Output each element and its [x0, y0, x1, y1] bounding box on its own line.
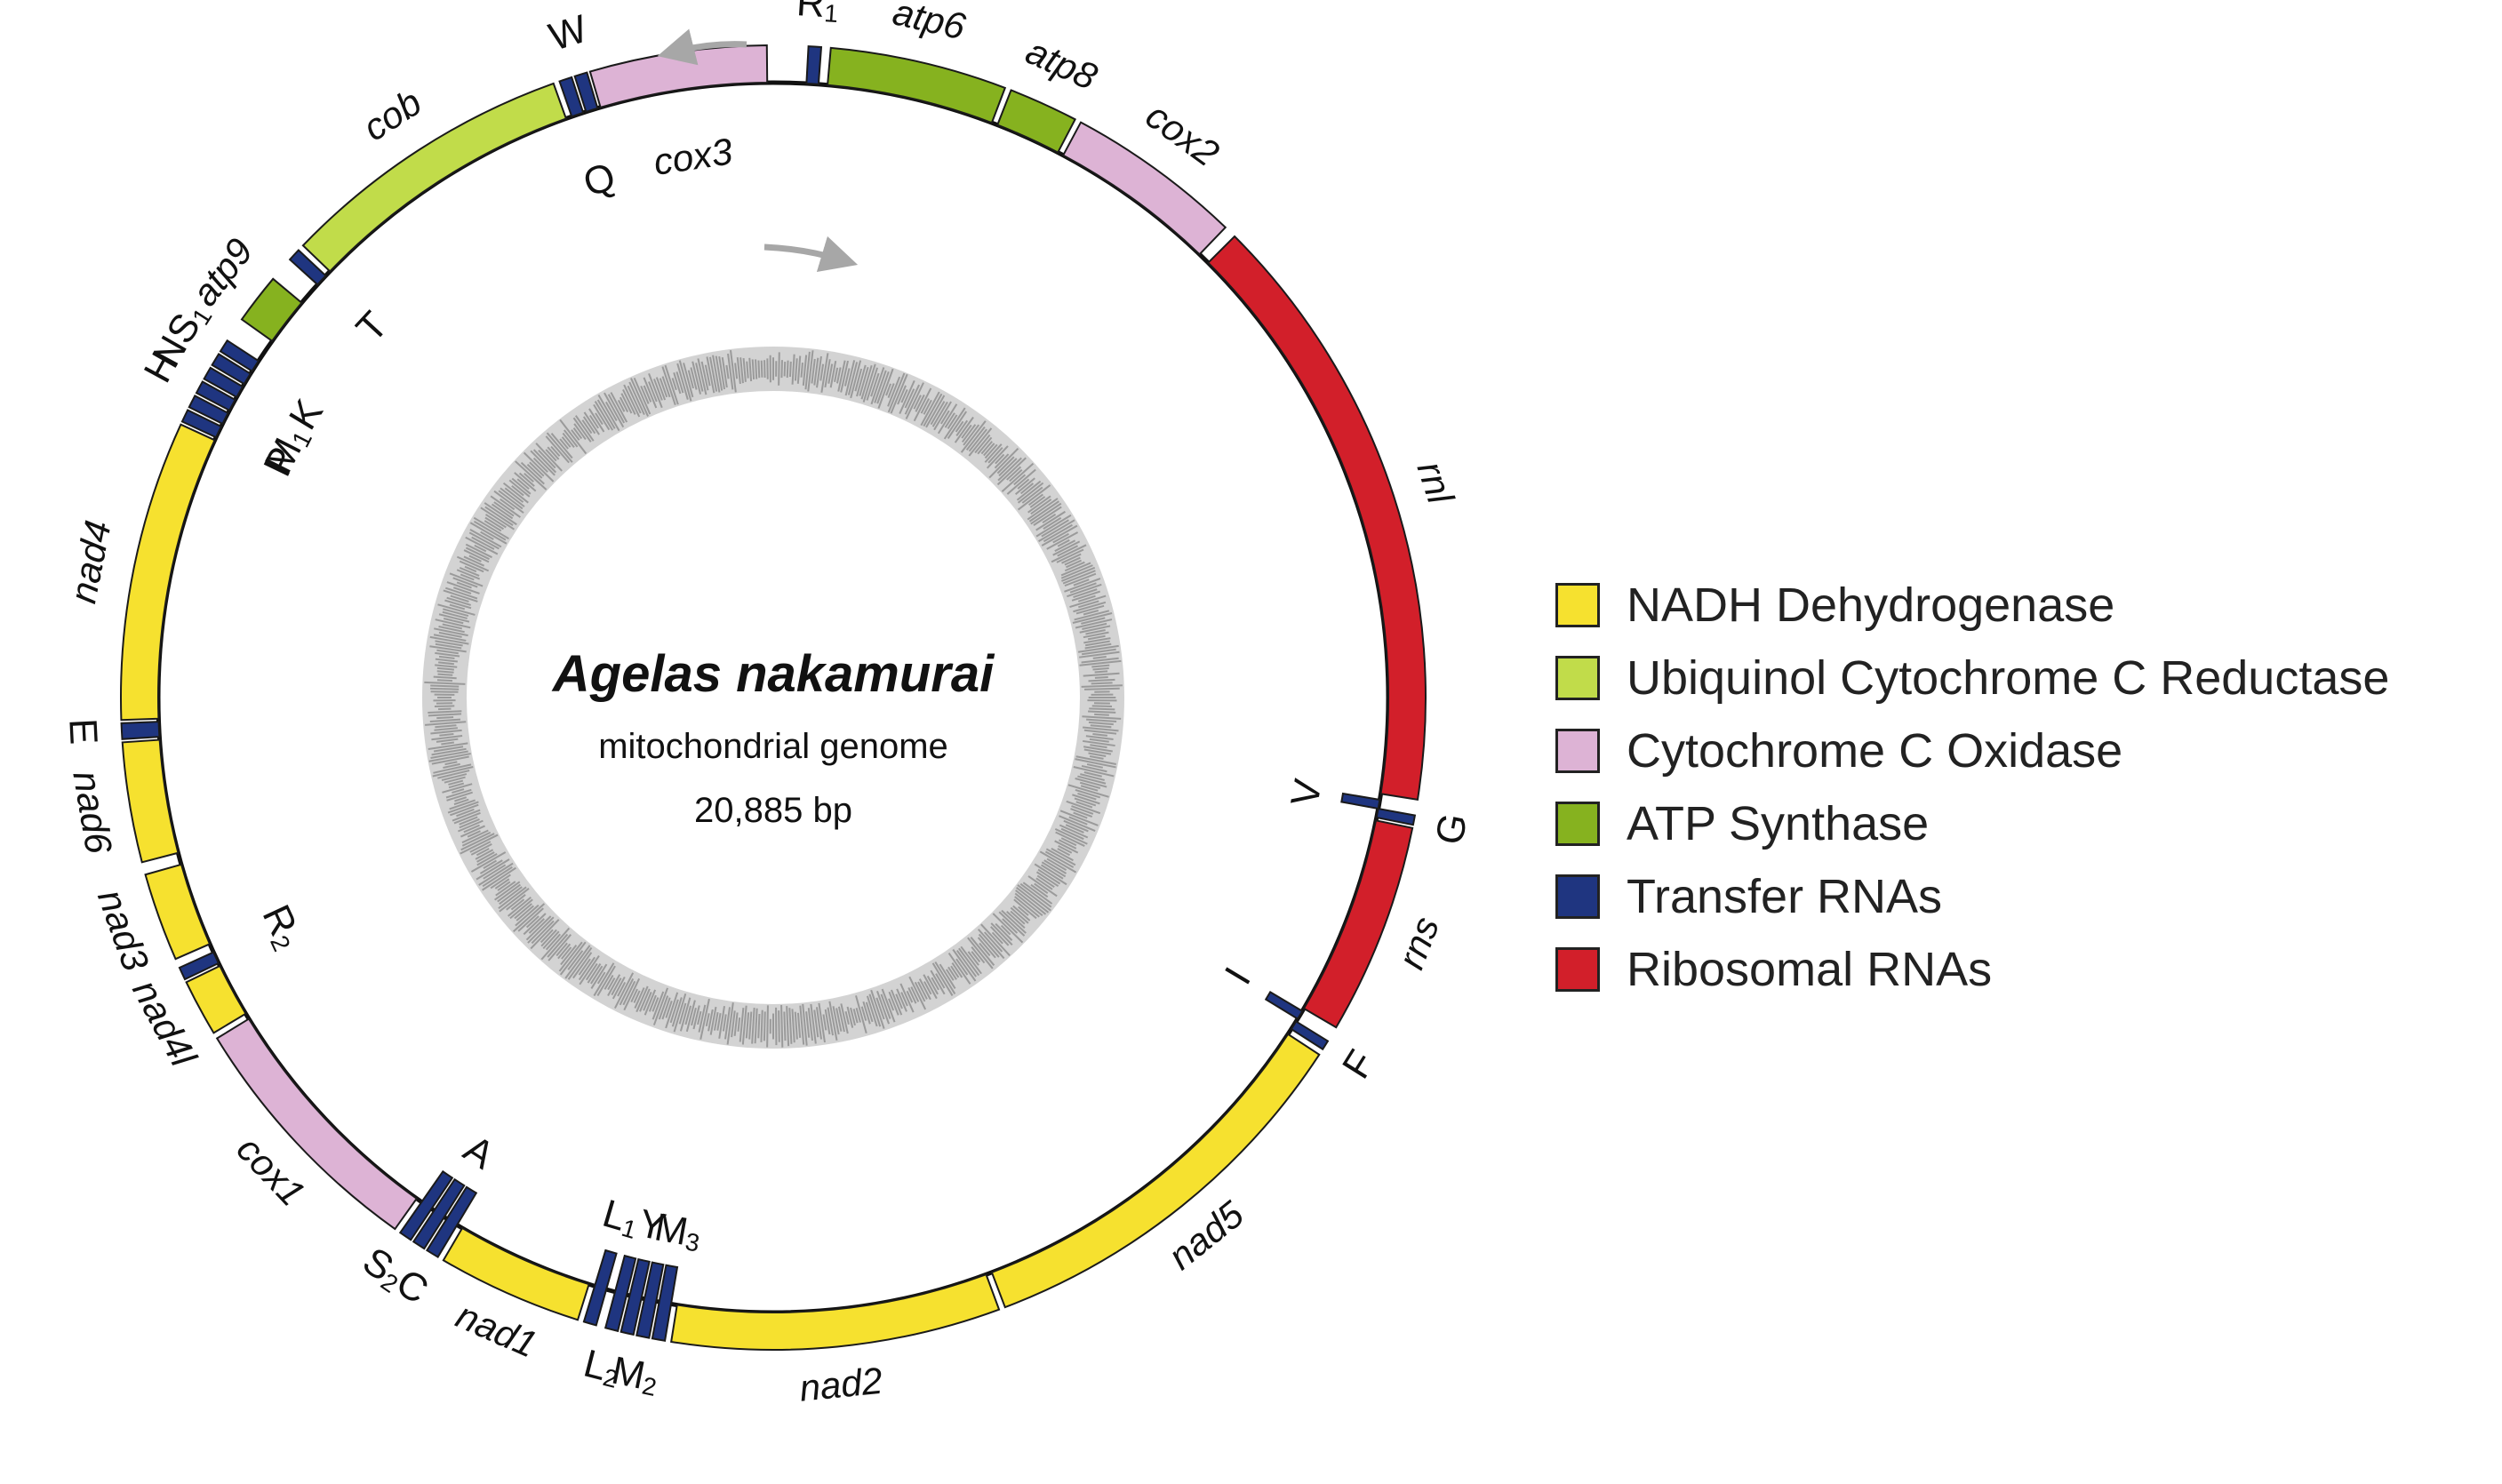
gene-g [1375, 807, 1417, 826]
reverse-strand-arrow [657, 28, 747, 66]
gc-skew-ring [422, 347, 1124, 1049]
legend-swatch [1555, 656, 1600, 700]
gene-k [211, 353, 252, 386]
gene-nad4l [185, 964, 247, 1034]
gene-f [1290, 1020, 1330, 1051]
gene-n [203, 366, 244, 399]
gene-i [1264, 991, 1304, 1020]
legend-swatch [1555, 947, 1600, 992]
gene-label: atp6 [889, 0, 970, 48]
species-name: Agelas nakamurai [551, 645, 995, 703]
legend-label: Ubiquinol Cytochrome C Reductase [1627, 651, 2390, 705]
gene-q [558, 76, 585, 118]
gene-label: C [389, 1260, 436, 1312]
gene-label: G [1427, 810, 1476, 848]
gene-m3 [651, 1264, 679, 1342]
gene-cox1 [215, 1017, 419, 1231]
gene-blocks [120, 44, 1427, 1351]
gene-y [620, 1257, 651, 1336]
gene-cox3 [588, 44, 769, 109]
genome-subtitle: mitochondrial genome [598, 727, 948, 766]
gene-label: cob [356, 81, 428, 148]
gene-atp6 [826, 46, 1007, 124]
gene-label: E [61, 717, 106, 746]
gene-nad2 [670, 1273, 1001, 1351]
gene-label: rnl [1410, 456, 1463, 510]
gene-nad5 [990, 1033, 1321, 1309]
legend-item-trna: Transfer RNAs [1555, 860, 2389, 933]
gene-p [180, 409, 223, 439]
gene-a [412, 1177, 466, 1250]
legend-item-cox: Cytochrome C Oxidase [1555, 714, 2389, 787]
gene-r2 [178, 951, 220, 981]
legend-label: Transfer RNAs [1627, 870, 1943, 923]
legend-label: ATP Synthase [1627, 797, 1930, 850]
gene-c [425, 1185, 478, 1258]
gene-label: atp8 [1020, 30, 1104, 99]
skew-ticks [424, 349, 1123, 1048]
gene-atp8 [995, 89, 1076, 154]
gene-label: cox3 [651, 131, 735, 184]
gene-rns [1302, 819, 1414, 1029]
gene-rnl [1206, 235, 1427, 801]
gene-label: V [1283, 776, 1331, 810]
gene-nad1 [442, 1226, 590, 1321]
forward-strand-arrow [763, 235, 859, 273]
legend-label: NADH Dehydrogenase [1627, 578, 2115, 632]
gene-label: Q [578, 154, 620, 204]
legend-swatch [1555, 729, 1600, 773]
gene-v [1340, 792, 1381, 810]
gene-label: I [1216, 960, 1259, 992]
gene-cob [301, 82, 568, 273]
legend-item-ucr: Ubiquinol Cytochrome C Reductase [1555, 642, 2389, 714]
legend-label: Ribosomal RNAs [1627, 943, 1993, 996]
gene-r1 [805, 45, 823, 85]
gene-label: nad6 [65, 768, 120, 858]
gene-h [195, 380, 236, 412]
gene-atp9 [240, 277, 303, 343]
gene-cox2 [1061, 121, 1227, 256]
gene-m2 [635, 1261, 665, 1339]
gene-label: W [544, 6, 593, 59]
gene-s2 [398, 1169, 454, 1241]
gene-t [288, 249, 327, 286]
gene-label: M2 [608, 1348, 662, 1401]
legend-swatch [1555, 874, 1600, 919]
gene-label: nad2 [797, 1360, 884, 1409]
legend-swatch [1555, 802, 1600, 846]
legend-swatch [1555, 583, 1600, 627]
gene-s1 [219, 339, 260, 373]
gene-label: R1 [795, 0, 841, 28]
gene-w [573, 71, 599, 114]
gene-label: nad1 [451, 1294, 543, 1366]
gene-label: R2 [252, 898, 311, 955]
gene-label: atp9 [183, 230, 260, 313]
legend-label: Cytochrome C Oxidase [1627, 724, 2123, 778]
genome-length: 20,885 bp [694, 791, 852, 830]
gene-l2 [604, 1254, 637, 1333]
gene-label: M3 [651, 1205, 705, 1257]
legend-item-rrna: Ribosomal RNAs [1555, 933, 2389, 1006]
gene-label: A [456, 1127, 502, 1177]
gene-label: F [1334, 1042, 1384, 1086]
legend-item-atp: ATP Synthase [1555, 787, 2389, 860]
gene-nad4 [120, 423, 216, 722]
gene-label: rns [1390, 911, 1448, 974]
gene-label: T [348, 303, 396, 350]
gene-label: nad3 [90, 884, 157, 977]
gene-label: K [281, 392, 332, 437]
gene-nad6 [121, 738, 180, 864]
gene-m1 [188, 395, 229, 426]
gene-e [120, 721, 161, 740]
legend-item-nadh: NADH Dehydrogenase [1555, 569, 2389, 642]
gene-l1 [582, 1249, 618, 1327]
gene-nad3 [144, 863, 212, 961]
gene-label: cox2 [1139, 94, 1227, 174]
gene-label: nad4 [61, 517, 118, 607]
